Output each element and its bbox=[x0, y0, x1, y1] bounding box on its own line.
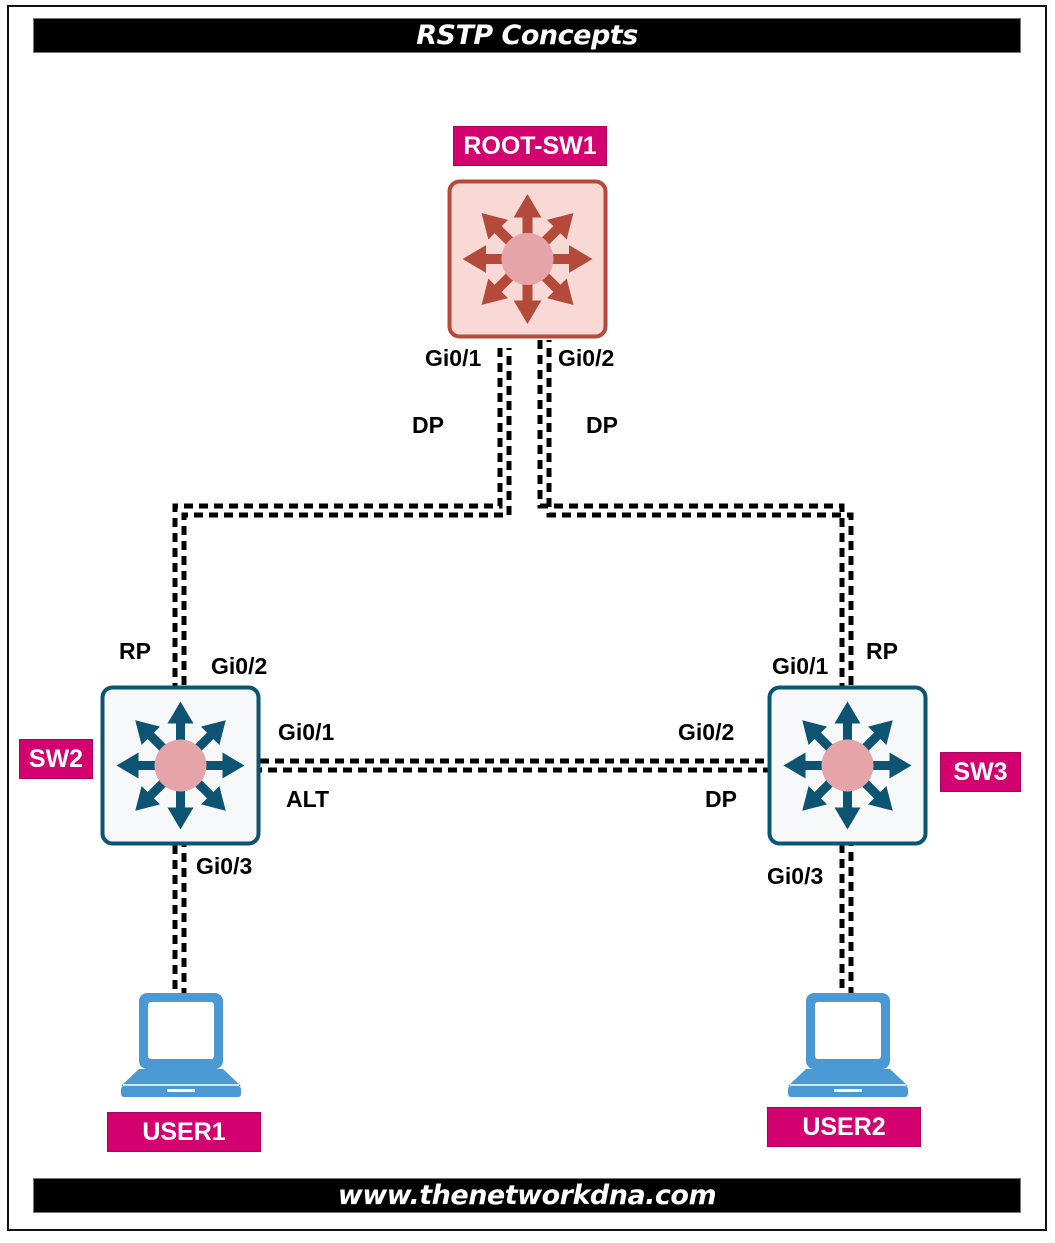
sw3-port-gi03: Gi0/3 bbox=[767, 863, 824, 889]
link-sw2-user1 bbox=[172, 845, 187, 993]
title-bar: RSTP Concepts bbox=[33, 18, 1021, 53]
footer-url[interactable]: www.thenetworkdna.com bbox=[337, 1180, 717, 1211]
sw2-gi02-role: RP bbox=[119, 638, 151, 664]
root-port-gi01: Gi0/1 bbox=[425, 345, 482, 371]
sw3-port-gi01: Gi0/1 bbox=[772, 653, 829, 679]
link-root-sw2 bbox=[172, 348, 512, 686]
user2-label: USER2 bbox=[767, 1107, 921, 1147]
link-sw2-sw3 bbox=[260, 758, 768, 773]
root-switch-icon[interactable] bbox=[447, 179, 608, 339]
user1-laptop-icon[interactable] bbox=[119, 990, 243, 1100]
root-gi01-role: DP bbox=[412, 412, 444, 438]
sw2-label: SW2 bbox=[19, 739, 93, 779]
link-root-sw3 bbox=[537, 340, 854, 686]
sw3-gi02-role: DP bbox=[705, 786, 737, 812]
sw3-port-gi02: Gi0/2 bbox=[678, 719, 735, 745]
root-port-gi02: Gi0/2 bbox=[558, 345, 615, 371]
link-sw3-user2 bbox=[839, 844, 854, 993]
sw3-label: SW3 bbox=[940, 752, 1021, 792]
sw2-port-gi02: Gi0/2 bbox=[211, 653, 268, 679]
sw2-port-gi03: Gi0/3 bbox=[196, 853, 253, 879]
sw2-port-gi01: Gi0/1 bbox=[278, 719, 335, 745]
footer-bar: www.thenetworkdna.com bbox=[33, 1178, 1021, 1213]
root-sw1-label: ROOT-SW1 bbox=[453, 126, 607, 166]
sw2-gi01-role: ALT bbox=[286, 786, 330, 812]
diagram-title: RSTP Concepts bbox=[416, 20, 638, 51]
user1-label: USER1 bbox=[107, 1112, 261, 1152]
sw2-switch-icon[interactable] bbox=[100, 685, 261, 846]
sw3-gi01-role: RP bbox=[866, 638, 898, 664]
sw3-switch-icon[interactable] bbox=[767, 685, 928, 846]
user2-laptop-icon[interactable] bbox=[786, 990, 910, 1100]
root-gi02-role: DP bbox=[586, 412, 618, 438]
